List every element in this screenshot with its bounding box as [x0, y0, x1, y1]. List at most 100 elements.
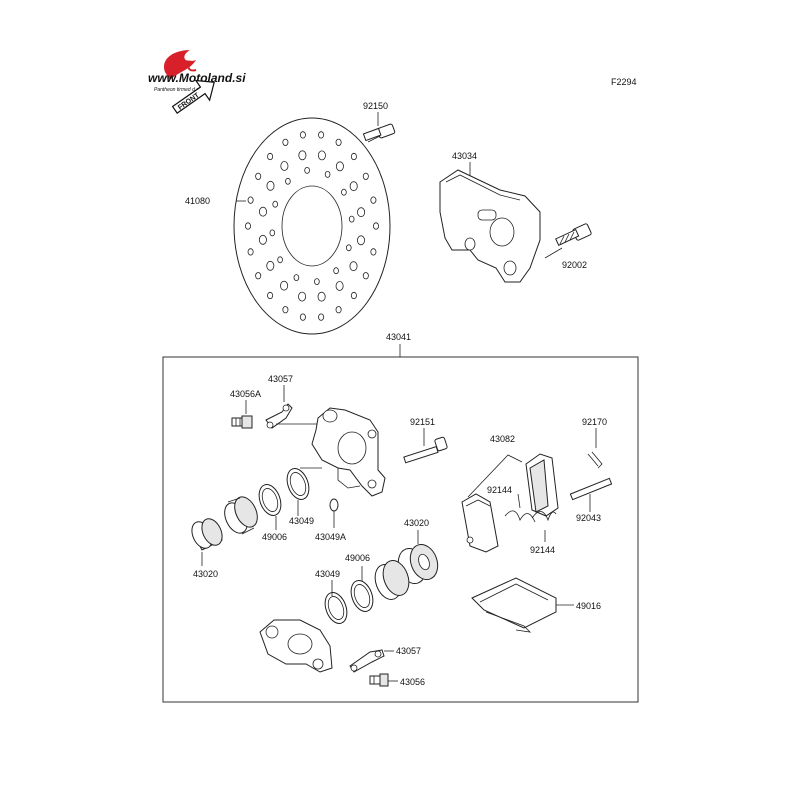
- disc-hole: [293, 274, 300, 282]
- pad-spring-plate: [471, 577, 557, 633]
- disc-hole: [372, 222, 379, 230]
- disc-bolt: [362, 123, 396, 143]
- brand-logo: www.Motoland.si Pantheon tirmed d.o.o.: [148, 50, 246, 93]
- disc-hole: [255, 272, 262, 280]
- label-seal-lower: 43049: [315, 569, 340, 579]
- disc-hole: [299, 131, 306, 139]
- disc-hole: [244, 222, 251, 230]
- brand-subtitle: Pantheon tirmed d.o.o.: [154, 87, 205, 93]
- figure-code: F2294: [611, 77, 637, 87]
- boot-lower: [374, 560, 410, 600]
- bleeder-small: [329, 498, 339, 512]
- disc-holes: [244, 131, 379, 321]
- disc-hole: [350, 291, 357, 300]
- disc-hole: [350, 152, 357, 161]
- label-pad-set: 43082: [490, 434, 515, 444]
- disc-hole: [266, 260, 275, 271]
- disc-hole: [335, 306, 342, 314]
- disc-hole: [335, 161, 344, 172]
- pad-pin: [569, 477, 613, 501]
- label-pad-pin: 92043: [576, 513, 601, 523]
- label-pin-bolt: 92151: [410, 417, 435, 427]
- label-bleeder-valve: 43056: [400, 677, 425, 687]
- bleeder-cap-lower: [349, 649, 385, 673]
- label-bleeder-valve-a: 43056A: [230, 389, 261, 399]
- disc-hole: [370, 248, 377, 256]
- label-seal-upper: 43049: [289, 516, 314, 526]
- disc-hole: [335, 138, 342, 146]
- disc-hole: [258, 234, 267, 245]
- disc-hole: [356, 235, 365, 246]
- disc-hole: [314, 278, 320, 286]
- disc-hole: [247, 248, 254, 256]
- disc-hole: [277, 256, 283, 264]
- label-pad-spring-upper: 92144: [487, 485, 512, 495]
- disc-hole: [280, 161, 289, 171]
- label-bleeder-cap-lower: 43057: [396, 646, 421, 656]
- bleeder-valve-upper: [231, 415, 253, 429]
- caliper-pin-bolt: [403, 436, 448, 464]
- disc-hole: [357, 207, 366, 218]
- label-cotter-pin: 92170: [582, 417, 607, 427]
- seal-upper: [286, 468, 310, 500]
- label-spring-plate: 49016: [576, 601, 601, 611]
- label-bleeder-cap: 43057: [268, 374, 293, 384]
- disc-hole: [298, 150, 307, 161]
- seal-lower: [324, 580, 374, 624]
- disc-hole: [304, 166, 310, 174]
- disc-hole: [333, 267, 339, 275]
- label-boot-upper: 49006: [262, 532, 287, 542]
- disc-hole: [362, 272, 369, 280]
- bleeder-cap-upper: [265, 403, 293, 429]
- disc-hole: [282, 138, 289, 146]
- disc-hole: [341, 188, 347, 196]
- disc-hole: [266, 180, 275, 191]
- brake-disc: [233, 117, 391, 335]
- disc-hole: [362, 172, 369, 180]
- disc-hole: [324, 170, 331, 178]
- cotter-pin: [587, 451, 603, 469]
- boot-upper: [258, 484, 282, 516]
- disc-hole: [317, 291, 326, 302]
- disc-hole: [345, 244, 352, 252]
- label-bracket: 43034: [452, 151, 477, 161]
- disc-hole: [269, 229, 276, 237]
- caliper-bracket: [439, 169, 541, 283]
- label-piston-right: 43020: [404, 518, 429, 528]
- label-caliper-assy: 43041: [386, 332, 411, 342]
- caliper-assembly-frame: [162, 356, 639, 703]
- pad-springs: [504, 510, 557, 523]
- piston-upper-left: [191, 518, 223, 551]
- disc-hole: [272, 200, 279, 208]
- disc-hole: [317, 150, 326, 161]
- label-boot-lower: 49006: [345, 553, 370, 563]
- disc-hole: [318, 131, 325, 139]
- disc-hole: [349, 261, 358, 272]
- disc-hole: [255, 172, 262, 180]
- piston-lower: [397, 544, 439, 584]
- disc-hole: [285, 177, 291, 185]
- disc-hole: [258, 206, 267, 217]
- disc-hole: [267, 152, 274, 161]
- label-bleeder-a-lower: 43049A: [315, 532, 346, 542]
- label-disc: 41080: [185, 196, 210, 206]
- caliper-body-upper: [311, 407, 386, 497]
- disc-hole: [282, 306, 289, 314]
- label-bracket-bolt: 92002: [562, 260, 587, 270]
- piston-upper-right: [224, 496, 258, 535]
- disc-hole: [335, 281, 344, 291]
- label-piston-left: 43020: [193, 569, 218, 579]
- label-pad-spring-lower: 92144: [530, 545, 555, 555]
- bracket-bolt: [555, 223, 592, 246]
- label-disc-bolt: 92150: [363, 101, 388, 111]
- disc-hole: [348, 215, 355, 223]
- disc-hole: [370, 196, 377, 204]
- brand-name: www.Motoland.si: [148, 71, 246, 85]
- disc-hole: [299, 313, 306, 321]
- disc-hole: [349, 181, 358, 192]
- disc-hole: [280, 280, 289, 291]
- disc-hole: [247, 196, 254, 204]
- disc-hole: [298, 291, 307, 302]
- brake-pad-set: [461, 453, 559, 553]
